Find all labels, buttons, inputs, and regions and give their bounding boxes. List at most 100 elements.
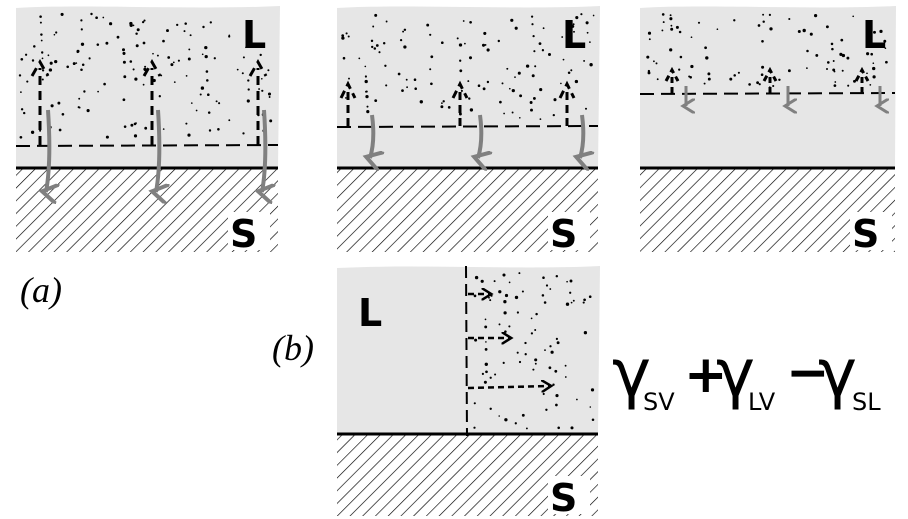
vapor-dot (41, 69, 45, 72)
vapor-dot (533, 50, 536, 53)
vapor-dot (503, 300, 507, 304)
vapor-dot (870, 52, 873, 56)
vapor-dot (516, 311, 520, 314)
panel-a2: L S (336, 6, 600, 256)
solid-label: S (852, 212, 879, 256)
vapor-dot (241, 72, 244, 75)
vapor-dot (570, 426, 574, 430)
vapor-dot (567, 71, 571, 74)
vapor-dot (473, 402, 476, 405)
vapor-dot (555, 337, 559, 341)
vapor-dot (788, 17, 791, 21)
vapor-dot (123, 125, 127, 129)
vapor-dot (135, 122, 137, 124)
vapor-dot (53, 33, 56, 36)
vapor-dot (469, 108, 474, 112)
vapor-dot (516, 351, 519, 354)
vapor-dot (583, 331, 588, 335)
vapor-dot (550, 350, 554, 354)
vapor-dot (556, 341, 560, 345)
vapor-dot (830, 42, 834, 46)
vapor-dot (872, 66, 876, 71)
vapor-dot (866, 52, 870, 56)
vapor-dot (187, 57, 191, 61)
vapor-dot (762, 13, 765, 16)
vapor-dot (122, 60, 126, 64)
vapor-dot (534, 362, 537, 365)
vapor-dot (498, 415, 501, 417)
vapor-dot (247, 88, 250, 91)
vapor-dot (484, 362, 488, 366)
vapor-dot (460, 89, 463, 92)
vapor-dot (142, 83, 145, 86)
vapor-dot (484, 348, 488, 351)
vapor-dot (549, 345, 552, 348)
vapor-dot (729, 77, 733, 81)
vapor-dot (575, 16, 579, 20)
vapor-dot (504, 330, 507, 333)
vapor-dot (122, 98, 126, 102)
vapor-dot (129, 60, 133, 63)
solid-label: S (550, 476, 577, 519)
interface-dashed-line (336, 125, 599, 128)
vapor-dot (542, 392, 545, 396)
vapor-dot (761, 39, 764, 43)
vapor-dot (517, 71, 521, 75)
minus-sign: − (786, 343, 830, 403)
vapor-dot (204, 54, 208, 59)
vapor-dot (473, 294, 477, 298)
vapor-dot (365, 94, 369, 99)
vapor-dot (840, 38, 844, 42)
vapor-dot (385, 84, 388, 87)
vapor-dot (482, 87, 486, 91)
vapor-dot (586, 31, 589, 34)
vapor-dot (525, 427, 528, 430)
vapor-dot (566, 280, 568, 283)
vapor-dot (589, 63, 593, 67)
vapor-dot (83, 90, 86, 93)
vapor-dot (565, 302, 570, 306)
vapor-dot (489, 376, 492, 379)
vapor-dot (545, 284, 549, 287)
vapor-dot (508, 87, 511, 90)
vapor-dot (80, 19, 83, 22)
vapor-dot (176, 23, 179, 27)
vapor-dot (539, 118, 542, 120)
vapor-dot (40, 39, 43, 42)
vapor-dot (758, 83, 761, 86)
vapor-dot (135, 32, 138, 35)
vapor-dot (41, 51, 44, 54)
vapor-dot (521, 290, 524, 293)
vapor-dot (245, 26, 249, 29)
vapor-dot (259, 53, 262, 57)
vapor-dot (518, 272, 521, 275)
vapor-dot (485, 341, 487, 343)
vapor-dot (236, 68, 239, 71)
vapor-dot (506, 67, 509, 70)
vapor-dot (158, 95, 161, 98)
vapor-dot (669, 17, 673, 21)
vapor-dot (41, 57, 44, 60)
vapor-dot (185, 122, 188, 125)
vapor-dot (144, 126, 148, 130)
vapor-dot (397, 72, 401, 76)
vapor-dot (514, 76, 516, 78)
vapor-dot (564, 376, 567, 378)
vapor-dot (162, 39, 165, 43)
plus-sign: + (684, 345, 728, 405)
vapor-dot (440, 41, 444, 45)
liquid-label: L (862, 13, 886, 57)
vapor-dot (39, 129, 42, 132)
vapor-dot (405, 78, 408, 81)
vapor-dot (40, 33, 43, 36)
vapor-dot (707, 72, 711, 76)
vapor-dot (530, 332, 534, 335)
vapor-dot (552, 113, 555, 117)
vapor-dot (132, 68, 135, 71)
vapor-dot (374, 13, 378, 17)
vapor-dot (467, 80, 470, 83)
contact-dashed-line (465, 265, 468, 437)
vapor-dot (689, 76, 692, 79)
dashed-up-arrows (339, 80, 576, 126)
vapor-dot (166, 29, 169, 33)
